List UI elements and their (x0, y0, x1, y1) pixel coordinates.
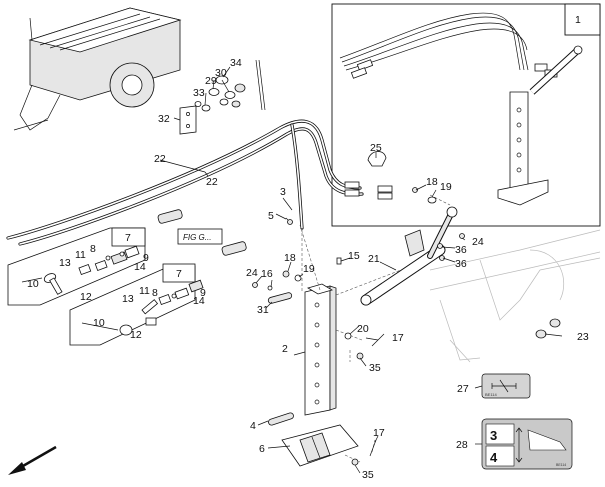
callout-23: 23 (577, 331, 589, 343)
callout-2: 2 (282, 343, 288, 355)
callout-27: 27 (457, 383, 469, 395)
pin-31 (267, 292, 293, 304)
callout-19-right: 19 (440, 181, 452, 193)
figure-reference-label: FIG G... (183, 233, 211, 242)
callout-7-upper: 7 (125, 232, 131, 244)
callout-16: 16 (261, 268, 273, 280)
coupler-kit-box-lower (69, 263, 204, 346)
callout-9-upper: 9 (143, 252, 149, 264)
inset-detail-1 (331, 3, 601, 227)
callout-30: 30 (215, 67, 227, 79)
callout-24-left: 24 (246, 267, 258, 279)
decal-28: 3 4 BE114 (481, 418, 573, 470)
quick-coupler (157, 209, 247, 256)
callout-8-lower: 8 (152, 287, 158, 299)
callout-28: 28 (456, 439, 468, 451)
callout-3: 3 (280, 186, 286, 198)
callout-1: 1 (575, 14, 581, 26)
foot-plate-6 (281, 424, 359, 467)
callout-17-lower: 17 (373, 427, 385, 439)
callout-20: 20 (357, 323, 369, 335)
callout-35-upper: 35 (369, 362, 381, 374)
hose-clip-25 (367, 151, 387, 167)
callout-10-upper: 10 (27, 278, 39, 290)
callout-15: 15 (348, 250, 360, 262)
leader-lines (21, 66, 563, 474)
callout-7-lower: 7 (176, 268, 182, 280)
callout-labels: 1 2 3 4 5 6 7 7 8 8 9 9 10 10 11 11 12 1… (27, 14, 589, 481)
callout-5: 5 (268, 210, 274, 222)
fitting-cluster-29-34 (179, 75, 246, 135)
callout-8-upper: 8 (90, 243, 96, 255)
callout-9-lower: 9 (200, 287, 206, 299)
hydraulic-ram-21 (360, 206, 458, 306)
hydraulic-hose-22 (6, 119, 364, 246)
direction-arrow (8, 445, 57, 475)
callout-11-upper: 11 (75, 249, 86, 261)
callout-13-lower: 13 (122, 293, 134, 305)
callout-17-upper: 17 (392, 332, 404, 344)
callout-32: 32 (158, 113, 170, 125)
decal-28-top-number: 3 (490, 428, 497, 443)
callout-22-upper: 22 (154, 153, 166, 165)
chassis-outline (429, 229, 601, 363)
jack-stand-2 (304, 283, 337, 416)
machine-overview-sketch (13, 7, 182, 131)
callout-22-lower: 22 (206, 176, 218, 188)
callout-6: 6 (259, 443, 265, 455)
callout-14-lower: 14 (193, 295, 205, 307)
callout-19-left: 19 (303, 263, 315, 275)
decal-28-bottom-number: 4 (490, 450, 498, 465)
callout-18-right: 18 (426, 176, 438, 188)
callout-35-lower: 35 (362, 469, 374, 481)
hydraulic-hose-3 (255, 59, 263, 111)
decal-28-code: BE114 (556, 463, 566, 467)
rubber-foot-23 (535, 318, 561, 339)
callout-18-left: 18 (284, 252, 296, 264)
pin-4 (268, 412, 294, 426)
callout-29: 29 (205, 75, 217, 87)
bolt-5 (285, 217, 293, 225)
callout-12-upper: 12 (80, 291, 92, 303)
callout-21: 21 (368, 253, 380, 265)
callout-12-lower: 12 (130, 329, 142, 341)
callout-25: 25 (370, 142, 382, 154)
callout-4: 4 (250, 420, 256, 432)
callout-24-right: 24 (472, 236, 484, 248)
callout-36-upper: 36 (455, 244, 467, 256)
callout-11-lower: 11 (139, 285, 150, 297)
callout-31: 31 (257, 304, 269, 316)
callout-36-lower: 36 (455, 258, 467, 270)
decal-27: BE114 (481, 373, 531, 399)
callout-10-lower: 10 (93, 317, 105, 329)
callout-34: 34 (230, 57, 242, 69)
coupler-kit-box-upper (7, 227, 146, 306)
figure-reference: FIG G... (177, 228, 223, 245)
decal-27-code: BE114 (485, 392, 497, 397)
callout-33: 33 (193, 87, 205, 99)
callout-13-upper: 13 (59, 257, 71, 269)
callout-14-upper: 14 (134, 261, 146, 273)
